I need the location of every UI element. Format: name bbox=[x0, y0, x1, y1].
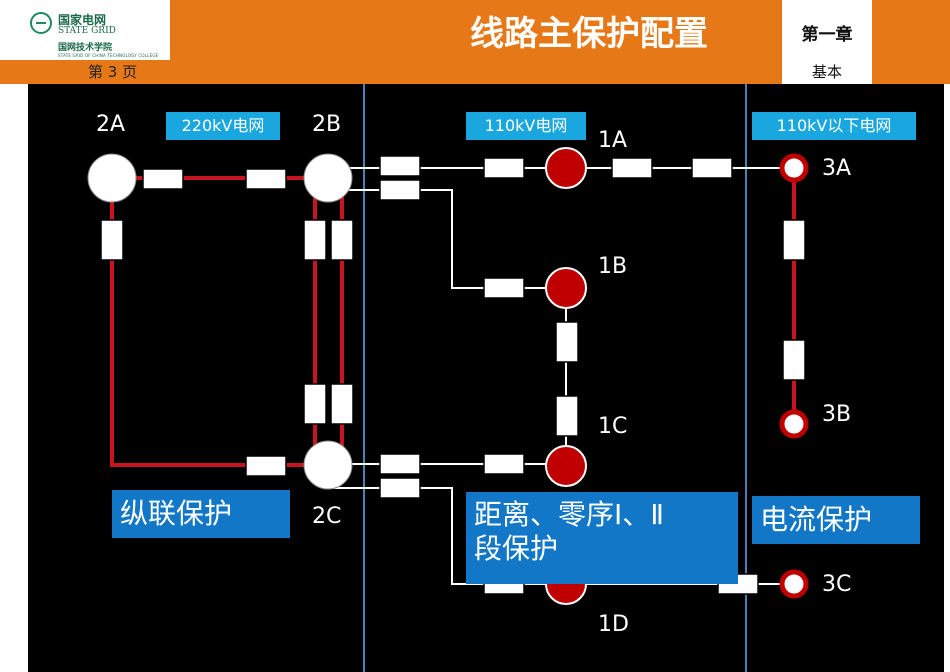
breaker-2B-1A bbox=[379, 155, 421, 177]
state-grid-emblem-icon bbox=[30, 12, 52, 34]
label-1D: 1D bbox=[598, 612, 629, 637]
label-2B: 2B bbox=[312, 112, 342, 137]
label-2C: 2C bbox=[312, 504, 342, 529]
breaker-1B-left bbox=[483, 277, 525, 299]
node-3A bbox=[779, 153, 809, 183]
logo-college-en-text: STATE GRID OF CHINA TECHNOLOGY COLLEGE bbox=[58, 53, 159, 58]
node-2C bbox=[303, 440, 353, 490]
zone-label-220kv: 220kV电网 bbox=[166, 112, 280, 140]
breaker-2B-left-top bbox=[303, 219, 327, 261]
state-grid-logo: 国家电网 STATE GRID 国网技术学院 STATE GRID OF CHI… bbox=[28, 6, 168, 60]
breaker-1C-left bbox=[483, 453, 525, 475]
distance-protection-line1: 距离、零序Ⅰ、Ⅱ bbox=[474, 498, 665, 531]
breaker-2B-1B bbox=[379, 179, 421, 201]
breaker-2C-left bbox=[245, 455, 287, 477]
chapter-subtitle-line1: 基本 bbox=[811, 63, 842, 81]
label-current-protection: 电流保护 bbox=[752, 496, 920, 544]
zone-label-low: 110kV以下电网 bbox=[752, 112, 916, 140]
breaker-1A-right bbox=[611, 157, 653, 179]
breaker-2C-left-top bbox=[303, 383, 327, 425]
breaker-3A-left bbox=[691, 157, 733, 179]
breaker-2C-1C bbox=[379, 453, 421, 475]
breaker-3B-up bbox=[782, 339, 806, 381]
slide-title: 线路主保护配置 bbox=[470, 14, 708, 54]
label-1C: 1C bbox=[598, 414, 628, 439]
distance-protection-line2: 段保护 bbox=[474, 532, 559, 565]
label-1A: 1A bbox=[598, 128, 628, 153]
page-number: 第 3 页 bbox=[88, 63, 138, 81]
node-3C bbox=[779, 569, 809, 599]
node-2A bbox=[87, 153, 137, 203]
label-1B: 1B bbox=[598, 254, 628, 279]
breaker-2A-2B-left bbox=[142, 168, 184, 190]
zone-label-110kv: 110kV电网 bbox=[466, 112, 586, 140]
logo-college-text: 国网技术学院 bbox=[58, 43, 113, 53]
breaker-2C-1D bbox=[379, 477, 421, 499]
breaker-3A-down bbox=[782, 219, 806, 261]
header-bar: 国家电网 STATE GRID 国网技术学院 STATE GRID OF CHI… bbox=[0, 0, 950, 106]
label-distance-protection: 距离、零序Ⅰ、Ⅱ 段保护 bbox=[466, 492, 738, 584]
breaker-2C-right-top bbox=[330, 383, 354, 425]
node-1A bbox=[545, 147, 587, 189]
label-2A: 2A bbox=[96, 112, 126, 137]
node-1C bbox=[545, 445, 587, 487]
breakers bbox=[100, 155, 806, 595]
label-3B: 3B bbox=[822, 402, 852, 427]
label-3C: 3C bbox=[822, 572, 852, 597]
breaker-2A-2B-right bbox=[245, 168, 287, 190]
logo-cn-text: 国家电网 bbox=[58, 13, 107, 27]
label-pilot-protection: 纵联保护 bbox=[112, 490, 290, 538]
node-2B bbox=[303, 153, 353, 203]
breaker-1B-down bbox=[555, 321, 579, 363]
line-2A-2C bbox=[110, 178, 328, 467]
breaker-1C-up bbox=[555, 395, 579, 437]
node-3B bbox=[779, 409, 809, 439]
line-2B-1B bbox=[330, 189, 566, 289]
chapter-label: 第一章 bbox=[801, 25, 853, 45]
breaker-1A-left bbox=[483, 157, 525, 179]
breaker-2A-down bbox=[100, 219, 124, 261]
label-3A: 3A bbox=[822, 156, 852, 181]
node-1B bbox=[545, 267, 587, 309]
breaker-2B-right-top bbox=[330, 219, 354, 261]
logo-en-text: STATE GRID bbox=[58, 26, 116, 36]
